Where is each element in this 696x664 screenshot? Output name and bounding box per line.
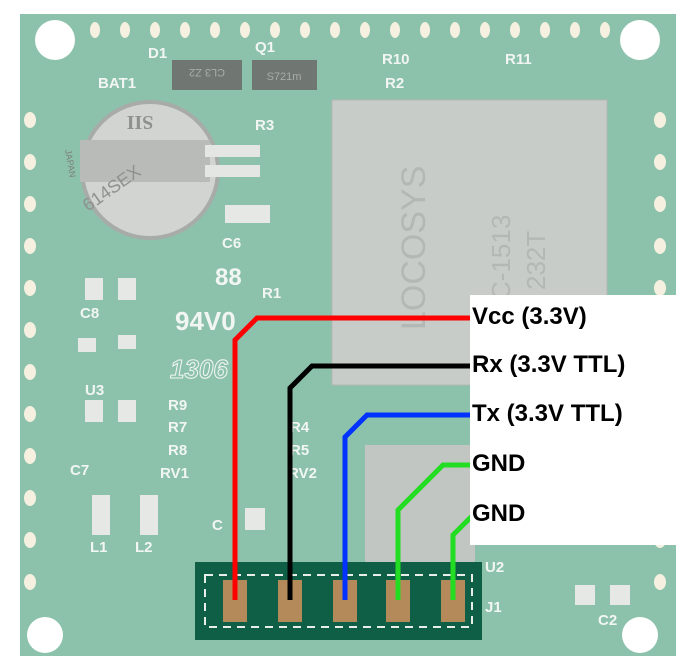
label-c8: C8	[80, 305, 99, 322]
wire-3	[395, 462, 472, 600]
via	[240, 22, 250, 38]
mounting-hole	[622, 617, 658, 653]
via	[24, 490, 36, 506]
module-model: C-1513	[486, 215, 516, 300]
via	[210, 22, 220, 38]
via	[24, 532, 36, 548]
label-u2: U2	[485, 559, 504, 576]
edge-vias	[24, 22, 666, 590]
wire-1	[287, 363, 472, 600]
silkscreen-labels: D1 Q1 BAT1 R10 R11 R2 R3 C6 C8 R1 88 94V…	[70, 39, 617, 629]
label-c: C	[212, 517, 223, 534]
via	[654, 280, 666, 296]
via	[510, 22, 520, 38]
label-r7: R7	[168, 419, 187, 436]
via	[24, 280, 36, 296]
q1-marking: S721m	[267, 71, 302, 83]
via	[180, 22, 190, 38]
via	[24, 364, 36, 380]
label-q1: Q1	[255, 39, 275, 56]
label-c2: C2	[598, 612, 617, 629]
label-r1: R1	[262, 285, 281, 302]
via	[24, 196, 36, 212]
via	[24, 406, 36, 422]
label-ul: 88	[215, 264, 242, 291]
via	[24, 322, 36, 338]
via	[150, 22, 160, 38]
pin-label: GND	[472, 450, 526, 477]
pin-label: Tx (3.3V TTL)	[472, 400, 623, 427]
via	[654, 154, 666, 170]
label-c7: C7	[70, 462, 89, 479]
via	[654, 238, 666, 254]
label-bat1: BAT1	[98, 75, 136, 92]
label-l2: L2	[135, 539, 153, 556]
battery-origin: JAPAN	[63, 149, 78, 179]
smd-pads	[78, 205, 630, 605]
label-c6: C6	[222, 235, 241, 252]
label-r11: R11	[505, 51, 532, 68]
via	[390, 22, 400, 38]
pin-label: Vcc (3.3V)	[472, 303, 587, 330]
via	[90, 22, 100, 38]
module-code: 232T	[521, 231, 551, 290]
wire-2	[342, 412, 472, 600]
via	[570, 22, 580, 38]
via	[270, 22, 280, 38]
label-rv1: RV1	[160, 465, 189, 482]
via	[24, 154, 36, 170]
label-r2: R2	[385, 75, 404, 92]
via	[540, 22, 550, 38]
mounting-hole	[27, 617, 63, 653]
pin-label: GND	[472, 500, 526, 527]
d1-marking: CL3 Z2	[189, 66, 225, 78]
via	[480, 22, 490, 38]
label-rating: 94V0	[175, 306, 236, 336]
label-r5: R5	[290, 442, 309, 459]
label-r10: R10	[382, 51, 410, 68]
via	[24, 238, 36, 254]
via	[420, 22, 430, 38]
label-r9: R9	[168, 397, 187, 414]
label-panel	[470, 295, 696, 545]
label-r3: R3	[255, 117, 274, 134]
via	[360, 22, 370, 38]
label-d1: D1	[148, 45, 167, 62]
label-r4: R4	[290, 419, 310, 436]
transistor-q1	[252, 60, 317, 90]
via	[450, 22, 460, 38]
label-u3: U3	[85, 382, 104, 399]
via	[330, 22, 340, 38]
via	[24, 448, 36, 464]
label-date: 1306	[170, 354, 228, 384]
via	[654, 196, 666, 212]
via	[24, 574, 36, 590]
via	[24, 112, 36, 128]
label-j1: J1	[485, 599, 502, 616]
pin-wires	[232, 315, 480, 600]
pin-label: Rx (3.3V TTL)	[472, 351, 626, 378]
via	[654, 574, 666, 590]
label-l1: L1	[90, 539, 108, 556]
label-rv2: RV2	[288, 465, 317, 482]
battery-brand: SII	[126, 111, 153, 133]
wire-0	[232, 315, 472, 600]
diode-d1	[172, 60, 242, 90]
via	[120, 22, 130, 38]
mounting-hole	[620, 20, 660, 60]
module-brand: LOCOSYS	[395, 166, 433, 330]
via	[600, 22, 610, 38]
via	[300, 22, 310, 38]
mounting-hole	[35, 20, 75, 60]
battery-clip	[80, 140, 210, 182]
label-r8: R8	[168, 442, 187, 459]
via	[654, 112, 666, 128]
